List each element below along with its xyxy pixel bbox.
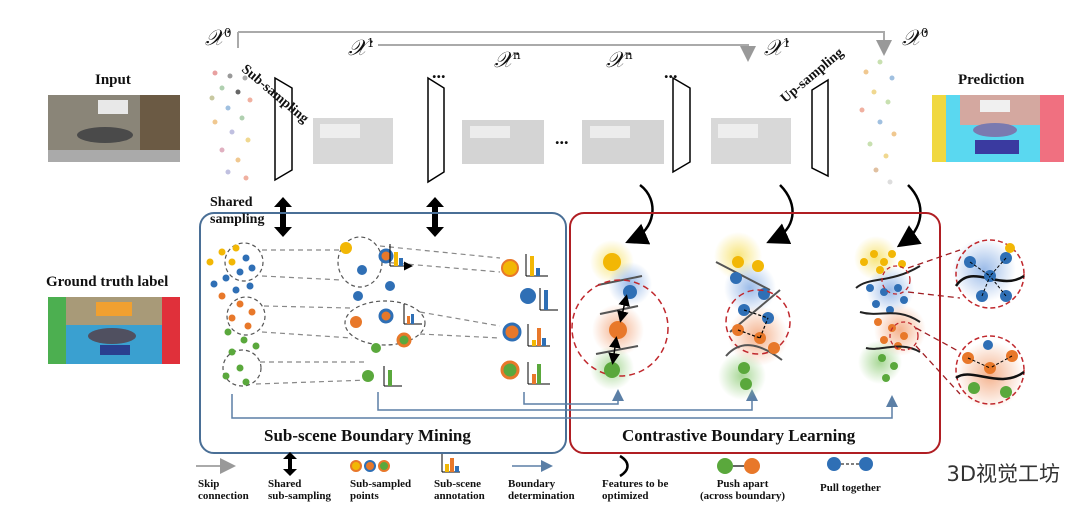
watermark: 3D视觉工坊 — [946, 462, 1060, 486]
legend-pull-together: Pull together — [820, 482, 881, 494]
ground-truth-image — [48, 297, 180, 364]
subscene-annotations — [383, 244, 558, 387]
skip-connections — [237, 31, 892, 62]
output-points — [859, 59, 897, 185]
ellipsis-middle: ... — [555, 128, 569, 148]
shared-sampling-arrows — [274, 197, 444, 237]
mining-title: Sub-scene Boundary Mining — [264, 426, 471, 445]
x0-left-symbol: 𝒳0 — [205, 26, 232, 51]
learning-content — [571, 232, 1025, 409]
legend-features-optimized: Features to be optimized — [602, 478, 669, 502]
input-label: Input — [95, 72, 131, 88]
shared-sampling-label: Shared sampling — [210, 195, 265, 227]
ellipsis-left: ... — [432, 62, 446, 82]
legend-shared-subsampling: Shared sub-sampling — [268, 478, 331, 502]
features-to-optimize-arrows — [625, 184, 922, 248]
ellipsis-right: ... — [664, 62, 678, 82]
input-points — [209, 70, 253, 181]
x1-left-symbol: 𝒳1 — [348, 36, 375, 61]
x1-right-symbol: 𝒳1 — [764, 36, 791, 61]
prediction-image — [932, 95, 1064, 162]
legend-push-apart: Push apart (across boundary) — [700, 478, 786, 502]
legend-icons — [196, 452, 873, 478]
legend-skip-connection: Skip connection — [198, 478, 249, 502]
mining-box — [199, 212, 567, 454]
xn-right-symbol: 𝒳n — [606, 48, 633, 73]
legend-subsampled-points: Sub-sampled points — [350, 478, 412, 502]
xn-left-symbol: 𝒳n — [494, 48, 521, 73]
ground-truth-label: Ground truth label — [46, 274, 169, 290]
prediction-label: Prediction — [958, 72, 1025, 88]
x0-right-symbol: 𝒳0 — [902, 26, 929, 51]
legend-boundary-determination: Boundary determination — [508, 478, 575, 502]
mining-content — [206, 236, 898, 419]
input-image — [48, 95, 180, 162]
learning-box — [569, 212, 941, 454]
legend-subscene-annotation: Sub-scene annotation — [434, 478, 485, 502]
learning-title: Contrastive Boundary Learning — [622, 426, 856, 445]
subscene-thumbnails — [313, 118, 791, 164]
network-layers — [274, 76, 829, 184]
